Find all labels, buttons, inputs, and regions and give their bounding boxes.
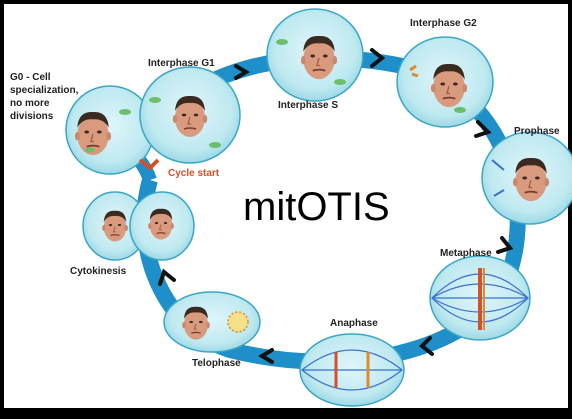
label-anaphase: Anaphase bbox=[330, 318, 378, 329]
cell-anaphase bbox=[299, 333, 405, 407]
arrow-icon bbox=[496, 236, 514, 254]
arrow-icon bbox=[158, 268, 176, 286]
arrow-icon bbox=[419, 336, 434, 356]
label-g0: G0 - Cell specialization, no more divisi… bbox=[10, 72, 81, 122]
cell-prophase bbox=[481, 131, 572, 225]
label-interphase-g2: Interphase G2 bbox=[410, 18, 477, 29]
cell-metaphase bbox=[429, 255, 531, 341]
arrow-icon bbox=[234, 64, 250, 80]
label-cycle-start: Cycle start bbox=[168, 168, 220, 179]
label-interphase-g1: Interphase G1 bbox=[148, 58, 215, 69]
cell-interphase-s bbox=[266, 8, 364, 102]
label-interphase-s: Interphase S bbox=[278, 100, 338, 111]
arrow-icon bbox=[370, 48, 386, 68]
diagram-title: mitOTIS bbox=[243, 185, 390, 229]
label-telophase: Telophase bbox=[192, 358, 241, 369]
label-metaphase: Metaphase bbox=[440, 248, 492, 259]
cell-g0 bbox=[65, 85, 155, 175]
cell-cytokinesis bbox=[82, 191, 195, 261]
cell-telophase bbox=[163, 291, 261, 353]
label-prophase: Prophase bbox=[514, 126, 560, 137]
label-cytokinesis: Cytokinesis bbox=[70, 266, 127, 277]
cycle-start-marker-icon bbox=[138, 158, 160, 171]
direction-arrows bbox=[158, 48, 514, 364]
arrow-icon bbox=[474, 120, 492, 138]
cell-interphase-g2 bbox=[396, 36, 494, 128]
arrow-icon bbox=[258, 348, 274, 364]
cell-interphase-g1 bbox=[139, 66, 241, 164]
